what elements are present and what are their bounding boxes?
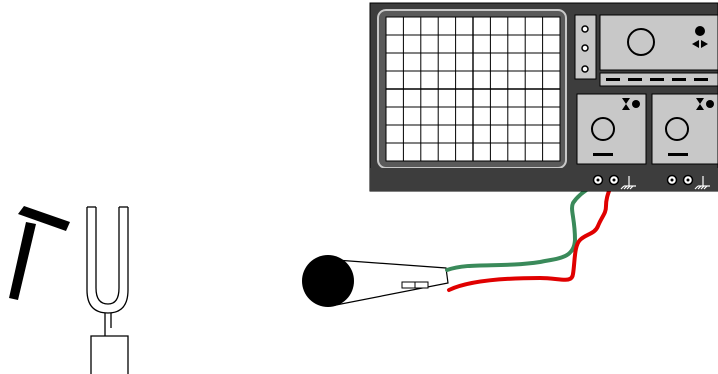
strip-button-1[interactable] [606,78,620,81]
tuning-fork-inner-prong [95,207,120,305]
hammer-handle [9,222,36,300]
channel-2-knob[interactable] [665,117,689,141]
tuning-fork-icon [86,206,129,374]
microphone-icon [302,255,449,307]
strip-button-4[interactable] [672,78,686,81]
oscilloscope-icon [369,2,718,192]
timebase-panel [599,14,718,71]
input-strip [370,168,718,191]
channel-1-position-icon [632,100,640,108]
channel-1-slider[interactable] [593,153,613,156]
strip-button-3[interactable] [650,78,664,81]
ground-icon-2 [694,176,710,190]
strip-button-5[interactable] [694,78,708,81]
green-wire [445,180,598,272]
control-dot-3[interactable] [581,65,589,73]
red-wire [447,180,614,292]
tuning-fork-outer-prong [86,207,129,314]
tuning-fork-base [90,335,129,374]
channel-1-knob[interactable] [591,117,615,141]
control-dot-2[interactable] [581,44,589,52]
horizontal-arrows-icon [692,40,708,48]
channel-2-vertical-arrows-icon [696,98,704,110]
oscilloscope-grid [386,17,560,161]
channel-2-slider[interactable] [668,153,688,156]
control-dot-1[interactable] [581,25,589,33]
strip-button-2[interactable] [628,78,642,81]
hammer-head [18,206,70,231]
channel-2-position-icon [706,100,714,108]
ground-icon [620,176,636,190]
channel-1-vertical-arrows-icon [622,98,630,110]
position-dot-icon [695,26,705,36]
timebase-knob[interactable] [627,28,655,56]
hammer-icon [9,206,70,300]
microphone-head [302,255,354,307]
